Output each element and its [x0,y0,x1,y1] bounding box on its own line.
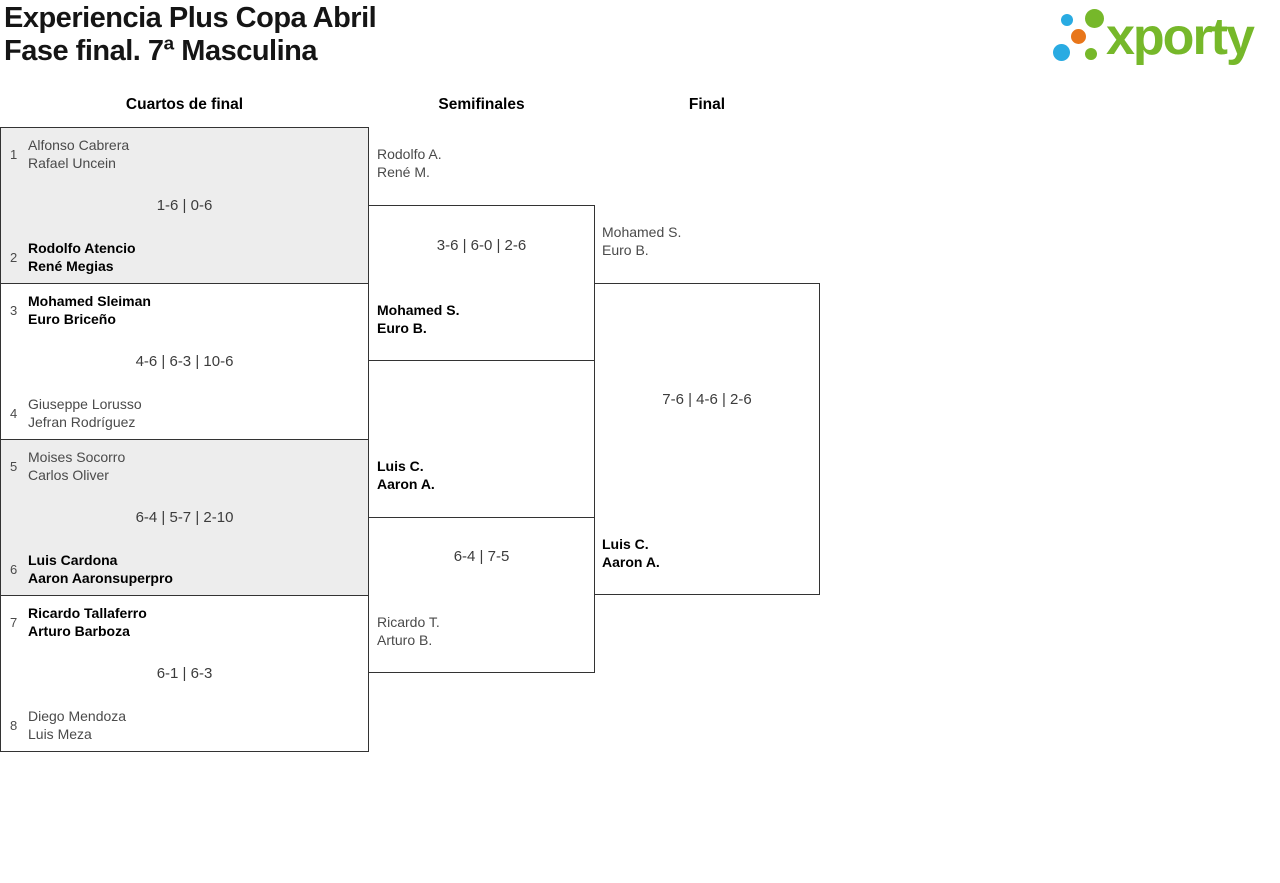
seed-number: 2 [10,249,18,265]
match-score: 1-6 | 0-6 [156,197,213,214]
player-name: Aaron A. [377,476,435,492]
match-score: 6-1 | 6-3 [156,665,213,682]
player-name: Ricardo Tallaferro [28,605,147,621]
seed-number: 7 [10,614,18,630]
player-name: Moises Socorro [28,449,126,465]
player-name: Euro B. [377,320,427,336]
team-row: 5 Moises Socorro Carlos Oliver [1,448,368,484]
team-row: 3 Mohamed Sleiman Euro Briceño [1,292,368,328]
team-names: Diego Mendoza Luis Meza [28,707,126,743]
player-name: Luis Meza [28,726,92,742]
semifinal-match-2-box [368,517,595,673]
team-names: Ricardo T. Arturo B. [377,613,440,649]
match-score: 6-4 | 7-5 [453,548,510,565]
seed-number: 4 [10,405,18,421]
team-names: Luis C. Aaron A. [602,535,660,571]
final-match-box [594,283,820,595]
logo-dot-orange [1071,29,1086,44]
player-name: Luis C. [602,536,649,552]
player-name: René Megias [28,258,114,274]
quarterfinal-match-3: 5 Moises Socorro Carlos Oliver 6-4 | 5-7… [0,439,369,596]
seed-number: 6 [10,561,18,577]
player-name: Mohamed S. [377,302,460,318]
logo-dot-blue-large [1053,44,1070,61]
team-names: Ricardo Tallaferro Arturo Barboza [28,604,147,640]
player-name: Euro B. [602,242,649,258]
team-row: 7 Ricardo Tallaferro Arturo Barboza [1,604,368,640]
quarterfinal-match-4: 7 Ricardo Tallaferro Arturo Barboza 6-1 … [0,595,369,752]
team-names: Alfonso Cabrera Rafael Uncein [28,136,129,172]
round-header-cuartos-de-final: Cuartos de final [125,96,244,113]
team-names: Luis C. Aaron A. [377,457,435,493]
seed-number: 5 [10,458,18,474]
xporty-wordmark: xporty [1106,8,1255,66]
player-name: Rafael Uncein [28,155,116,171]
player-name: Euro Briceño [28,311,116,327]
player-name: Arturo Barboza [28,623,130,639]
player-name: Diego Mendoza [28,708,127,724]
logo-dot-green-small [1085,48,1097,60]
logo-dot-green-large [1085,9,1104,28]
player-name: Alfonso Cabrera [28,137,130,153]
team-names: Luis Cardona Aaron Aaronsuperpro [28,551,173,587]
semifinal-match-1-box [368,205,595,361]
quarterfinal-match-2: 3 Mohamed Sleiman Euro Briceño 4-6 | 6-3… [0,283,369,440]
quarterfinal-match-1: 1 Alfonso Cabrera Rafael Uncein 1-6 | 0-… [0,127,369,284]
team-row: 8 Diego Mendoza Luis Meza [1,707,368,743]
team-row: 1 Alfonso Cabrera Rafael Uncein [1,136,368,172]
logo-dot-blue-small [1061,14,1073,26]
team-names: Rodolfo A. René M. [377,145,442,181]
player-name: Carlos Oliver [28,467,109,483]
player-name: Aaron Aaronsuperpro [28,570,173,586]
seed-number: 1 [10,146,18,162]
player-name: Aaron A. [602,554,660,570]
player-name: Luis Cardona [28,552,118,568]
match-score: 7-6 | 4-6 | 2-6 [662,391,752,408]
xporty-logo: xporty [1042,4,1274,70]
team-row: 6 Luis Cardona Aaron Aaronsuperpro [1,551,368,587]
match-score: 6-4 | 5-7 | 2-10 [135,509,234,526]
team-names: Moises Socorro Carlos Oliver [28,448,125,484]
team-names: Rodolfo Atencio René Megias [28,239,136,275]
player-name: Rodolfo A. [377,146,442,162]
team-row: 2 Rodolfo Atencio René Megias [1,239,368,275]
match-score: 3-6 | 6-0 | 2-6 [436,237,527,254]
player-name: Giuseppe Lorusso [28,396,142,412]
page-title: Experiencia Plus Copa Abril Fase final. … [4,2,377,68]
player-name: Rodolfo Atencio [28,240,136,256]
team-names: Giuseppe Lorusso Jefran Rodríguez [28,395,142,431]
player-name: René M. [377,164,430,180]
tournament-phase: Fase final. 7ª Masculina [4,35,318,67]
round-header-semifinales: Semifinales [438,96,525,113]
player-name: Luis C. [377,458,424,474]
match-score: 4-6 | 6-3 | 10-6 [135,353,234,370]
round-header-final: Final [688,96,726,113]
player-name: Arturo B. [377,632,433,648]
team-names: Mohamed S. Euro B. [602,223,681,259]
player-name: Ricardo T. [377,614,440,630]
team-names: Mohamed S. Euro B. [377,301,459,337]
seed-number: 8 [10,717,18,733]
player-name: Jefran Rodríguez [28,414,136,430]
player-name: Mohamed S. [602,224,682,240]
team-names: Mohamed Sleiman Euro Briceño [28,292,151,328]
team-row: 4 Giuseppe Lorusso Jefran Rodríguez [1,395,368,431]
player-name: Mohamed Sleiman [28,293,151,309]
tournament-name: Experiencia Plus Copa Abril [4,2,377,34]
seed-number: 3 [10,302,18,318]
